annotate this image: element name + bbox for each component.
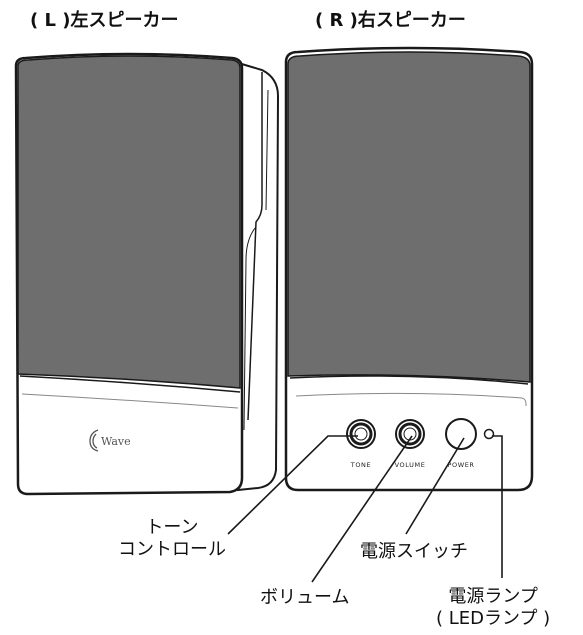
tone-control-label-line1: トーン <box>145 517 199 538</box>
left-speaker-title: ( L )左スピーカー <box>30 10 179 31</box>
led-icon <box>483 428 495 440</box>
tone-knob[interactable] <box>346 419 376 449</box>
led-callout-line <box>492 435 503 578</box>
power-lamp-label-line2: ( LEDランプ ) <box>436 608 551 629</box>
right-speaker-grille <box>287 51 531 383</box>
left-speaker-grille <box>17 55 241 389</box>
power-label: POWER <box>447 461 474 469</box>
logo-text: Wave <box>101 435 131 448</box>
power-switch-callout: 電源スイッチ <box>360 541 468 562</box>
left-speaker-side <box>233 60 280 492</box>
right-speaker-title: ( R )右スピーカー <box>315 10 466 31</box>
wave-logo-icon: Wave <box>89 429 131 452</box>
volume-callout-line <box>311 435 413 583</box>
power-switch-callout-line <box>405 437 465 535</box>
volume-callout: ボリューム <box>260 587 350 608</box>
tone-label: TONE <box>350 461 371 469</box>
left-speaker: Wave <box>14 52 280 496</box>
volume-knob[interactable] <box>395 419 425 449</box>
power-lamp-callout: 電源ランプ ( LEDランプ ) <box>436 586 550 630</box>
tone-control-callout: トーン コントロール <box>118 517 226 561</box>
power-lamp-label-line1: 電源ランプ <box>448 586 538 607</box>
right-speaker: TONE VOLUME POWER <box>284 46 534 492</box>
power-button-icon[interactable] <box>445 418 477 450</box>
tone-callout-line <box>227 435 358 535</box>
callout-lines <box>227 435 503 583</box>
volume-label: VOLUME <box>395 461 426 469</box>
tone-control-label-line2: コントロール <box>118 539 226 560</box>
